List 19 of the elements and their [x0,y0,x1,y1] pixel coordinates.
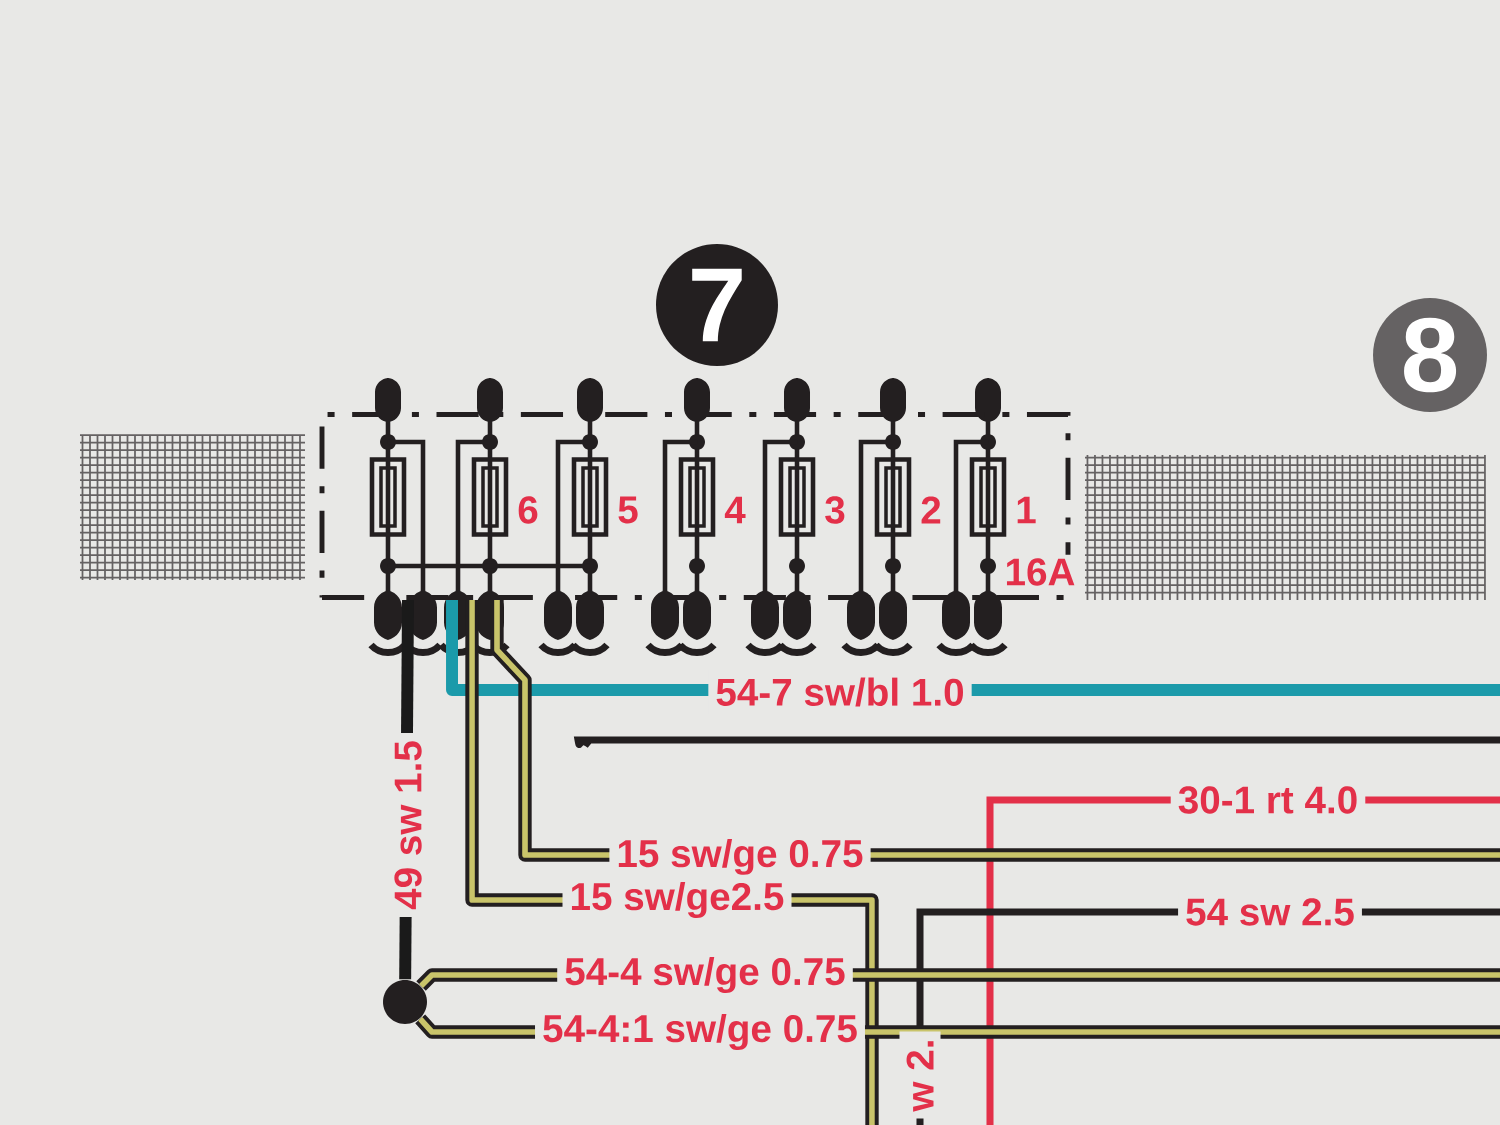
fuse-number: 1 [1011,493,1041,527]
wire-label: 49 sw 1.5 [387,733,429,917]
fuse-number: 4 [720,493,750,527]
wire-label: 54-4 sw/ge 0.75 [557,949,853,1001]
fuse [369,457,407,537]
fuse [571,457,609,537]
fuse [471,457,509,537]
wire-label: 30-1 rt 4.0 [1170,779,1366,821]
fuse [678,457,716,537]
wire-label: 54-7 sw/bl 1.0 [708,670,972,714]
current-rating: 16A [1001,554,1079,590]
wire-label: 54-4:1 sw/ge 0.75 [535,1006,865,1058]
wire-label: 54 sw 2.5 [1178,891,1362,933]
fuse [874,457,912,537]
wire-label: w 2. [899,1031,941,1119]
fuse [969,457,1007,537]
wire-label: 15 sw/ge2.5 [562,874,792,926]
splice-dot [383,980,427,1024]
fuse [778,457,816,537]
